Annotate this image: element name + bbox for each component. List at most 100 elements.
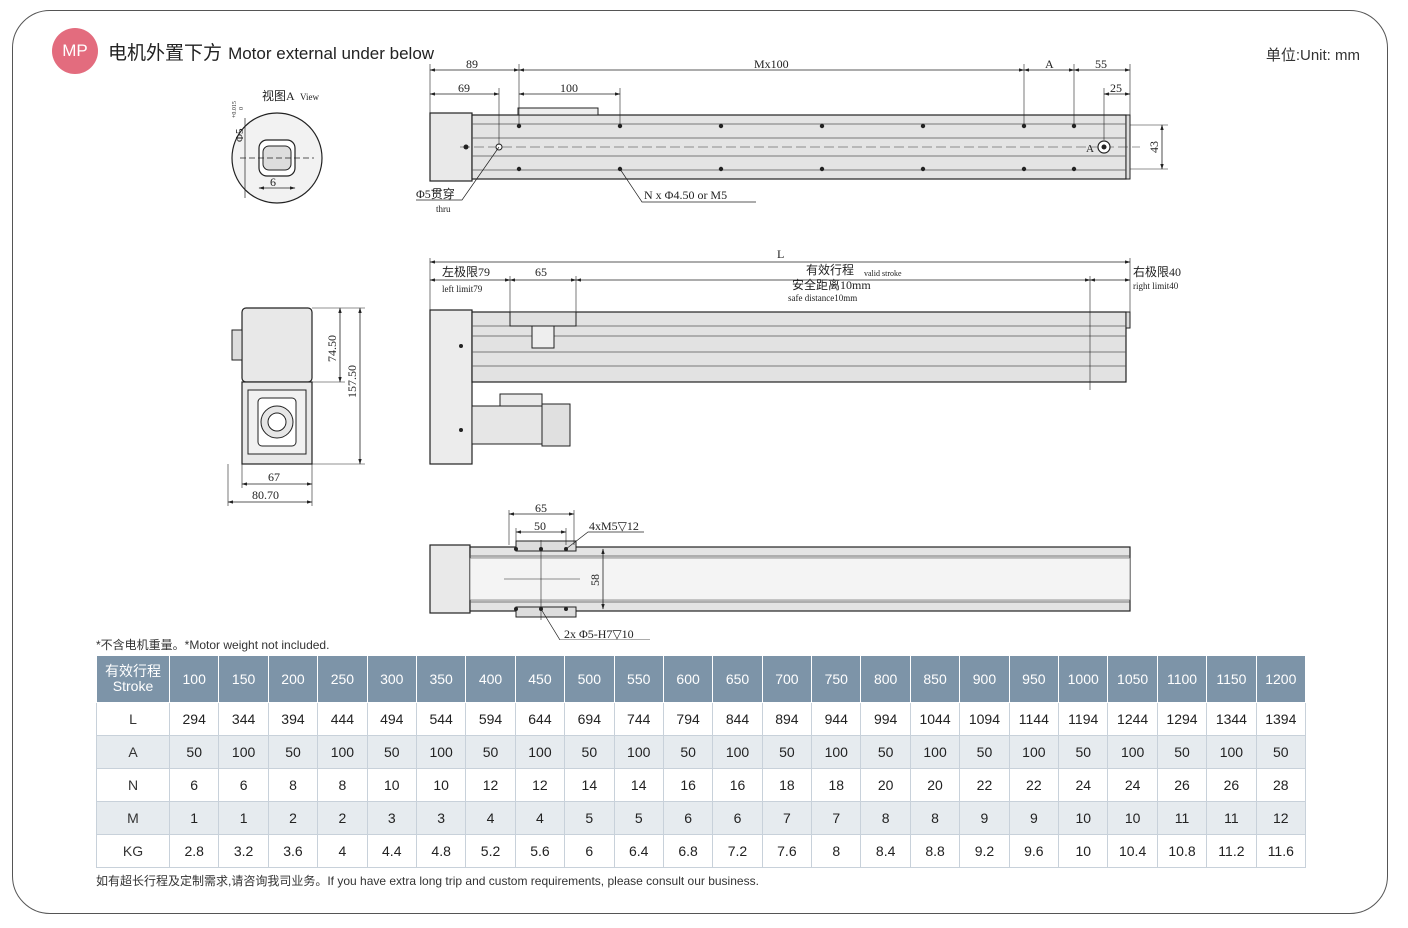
table-cell: 944 (811, 702, 862, 736)
table-cell: 14 (564, 768, 615, 802)
stroke-col-header: 1050 (1107, 655, 1158, 703)
view-a-detail: 6 视图A View Φ5 +0.015 0 (231, 88, 323, 204)
stroke-col-header: 850 (909, 655, 961, 703)
row-label: A (96, 735, 170, 769)
table-cell: 6 (662, 801, 714, 835)
table-cell: 100 (1008, 735, 1060, 769)
table-cell: 14 (613, 768, 664, 802)
table-cell: 9 (1008, 801, 1060, 835)
table-cell: 6.4 (613, 834, 664, 868)
table-cell: 20 (909, 768, 961, 802)
safe-distance-label-en: safe distance10mm (788, 293, 857, 303)
table-cell: 100 (613, 735, 664, 769)
table-cell: 1094 (959, 702, 1010, 736)
table-cell: 5 (613, 801, 664, 835)
table-cell: 50 (662, 735, 714, 769)
right-limit-label: 右极限40 (1133, 264, 1181, 279)
dim-25: 25 (1110, 81, 1122, 95)
table-cell: 50 (366, 735, 417, 769)
table-cell: 100 (909, 735, 961, 769)
m5-label: 4xM5▽12 (589, 519, 639, 533)
unit-label: 单位:Unit: mm (1265, 47, 1360, 64)
table-cell: 100 (317, 735, 368, 769)
table-cell: 7 (811, 801, 862, 835)
row-label: M (96, 801, 170, 835)
table-cell: 10.8 (1156, 834, 1208, 868)
table-cell: 1 (168, 801, 220, 835)
stroke-header-en: Stroke (112, 678, 154, 694)
pin-label: 2x Φ5-H7▽10 (564, 627, 634, 640)
view-a-label: 视图A (262, 88, 295, 103)
title-en: Motor external under below (228, 44, 435, 63)
custom-request-note: 如有超长行程及定制需求,请咨询我司业务。If you have extra lo… (96, 874, 759, 888)
stroke-col-header: 700 (761, 655, 813, 703)
stroke-col-header: 100 (168, 655, 220, 703)
stroke-col-header: 1150 (1206, 655, 1257, 703)
table-cell: 100 (1107, 735, 1158, 769)
table-cell: 3 (366, 801, 417, 835)
table-cell: 24 (1107, 768, 1158, 802)
table-cell: 16 (712, 768, 763, 802)
table-cell: 2.8 (168, 834, 220, 868)
motor-weight-note: *不含电机重量。*Motor weight not included. (96, 638, 330, 652)
dim-74-50: 74.50 (325, 335, 339, 362)
table-cell: 100 (514, 735, 566, 769)
table-cell: 794 (662, 702, 714, 736)
table-cell: 1144 (1008, 702, 1060, 736)
table-cell: 12 (465, 768, 516, 802)
right-limit-label-en: right limit40 (1133, 281, 1179, 291)
table-cell: 294 (168, 702, 220, 736)
valid-stroke-label: 有效行程 (806, 262, 854, 277)
table-cell: 8 (860, 801, 911, 835)
dim-58: 58 (588, 574, 602, 586)
stroke-col-header: 650 (712, 655, 763, 703)
table-cell: 3.2 (218, 834, 269, 868)
table-cell: 844 (712, 702, 763, 736)
table-cell: 100 (1206, 735, 1257, 769)
table-cell: 7.6 (761, 834, 813, 868)
stroke-col-header: 900 (959, 655, 1010, 703)
table-cell: 4.8 (415, 834, 467, 868)
top-view: A 89 Mx100 A 55 69 1 (416, 57, 1168, 214)
table-cell: 11.2 (1206, 834, 1257, 868)
table-cell: 18 (811, 768, 862, 802)
table-cell: 11.6 (1255, 834, 1307, 868)
stroke-col-header: 450 (514, 655, 566, 703)
table-cell: 2 (317, 801, 368, 835)
table-cell: 444 (317, 702, 368, 736)
table-cell: 9 (959, 801, 1010, 835)
table-cell: 3 (415, 801, 467, 835)
table-cell: 50 (1156, 735, 1208, 769)
table-cell: 1 (218, 801, 269, 835)
table-cell: 50 (564, 735, 615, 769)
table-cell: 50 (267, 735, 319, 769)
table-cell: 394 (267, 702, 319, 736)
table-cell: 1394 (1255, 702, 1307, 736)
dim-157-50: 157.50 (345, 365, 359, 398)
table-cell: 1194 (1058, 702, 1109, 736)
stroke-col-header: 600 (662, 655, 714, 703)
stroke-col-header: 1100 (1156, 655, 1208, 703)
dim-100: 100 (560, 81, 578, 95)
table-cell: 1294 (1156, 702, 1208, 736)
dim-phi5: Φ5 (234, 128, 246, 142)
table-cell: 8.8 (909, 834, 961, 868)
table-cell: 100 (811, 735, 862, 769)
table-cell: 1044 (909, 702, 961, 736)
technical-drawing: 6 视图A View Φ5 +0.015 0 A (227, 57, 1181, 640)
table-cell: 10 (366, 768, 417, 802)
table-cell: 9.2 (959, 834, 1010, 868)
table-cell: 50 (959, 735, 1010, 769)
end-view: 74.50 157.50 67 80.70 (227, 307, 365, 506)
table-cell: 544 (415, 702, 467, 736)
table-cell: 50 (1058, 735, 1109, 769)
title-cn: 电机外置下方 (108, 42, 223, 64)
row-label: KG (96, 834, 170, 868)
table-cell: 10 (415, 768, 467, 802)
table-cell: 4 (514, 801, 566, 835)
series-badge: MP (52, 28, 98, 74)
